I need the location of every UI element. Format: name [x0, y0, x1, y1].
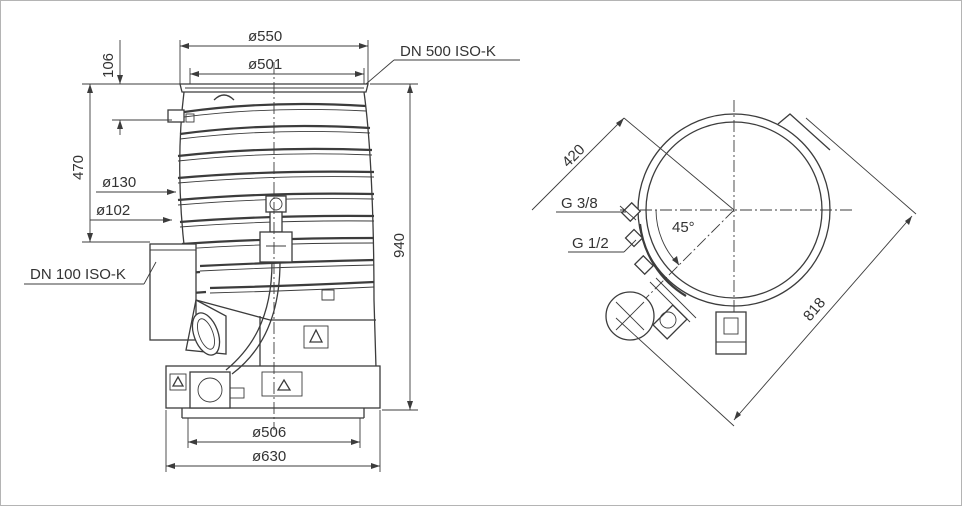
- dim-d102: ø102: [96, 202, 130, 219]
- label-dn100: DN 100 ISO-K: [30, 266, 126, 283]
- top-view: 45°: [605, 100, 852, 355]
- base-section: [165, 365, 381, 419]
- top-flange: [179, 83, 369, 93]
- dim-d501: ø501: [248, 56, 282, 73]
- dim-d630: ø630: [252, 448, 286, 465]
- dim-h940: 940: [391, 233, 408, 258]
- warning-icon: [276, 378, 292, 391]
- dim-h106: 106: [100, 53, 117, 78]
- bottom-fitting: [715, 311, 747, 355]
- dim-d550: ø550: [248, 28, 282, 45]
- flange-tab: [777, 113, 831, 151]
- side-port-dn100: [149, 243, 227, 356]
- valve-fitting: [652, 304, 688, 340]
- label-dn500: DN 500 ISO-K: [400, 43, 496, 60]
- g38-fitting: [620, 201, 642, 223]
- dim-d130: ø130: [102, 174, 136, 191]
- dim-r420: 420: [559, 141, 589, 171]
- left-fitting: [167, 109, 185, 123]
- port-body: [149, 243, 197, 341]
- body-right-edge: [363, 91, 377, 369]
- valve-block: [189, 371, 231, 409]
- label-g38: G 3/8: [561, 195, 598, 212]
- dim-h470: 470: [70, 155, 87, 180]
- side-view: [149, 62, 381, 430]
- diag-centerline: [639, 209, 735, 305]
- lifting-eye: [213, 94, 235, 101]
- label-g12: G 1/2: [572, 235, 609, 252]
- dim-d506: ø506: [252, 424, 286, 441]
- warning-label: [261, 371, 303, 397]
- g12-fitting: [624, 228, 644, 248]
- coolant-pipe: [225, 261, 273, 371]
- warning-icon: [171, 375, 185, 387]
- label-a45: 45°: [672, 219, 695, 236]
- top-view-dimensions: 420 G 3/8 G 1/2 818: [531, 117, 917, 427]
- warning-icon: [308, 328, 324, 343]
- lower-transition: [195, 299, 376, 321]
- warning-plate: [303, 325, 329, 349]
- coil-segment: [638, 223, 687, 297]
- central-fitting: [259, 195, 293, 263]
- side-view-dimensions: ø550 ø501 DN 500 ISO-K 106 470 ø130 ø102: [24, 28, 520, 472]
- port-flange: [191, 312, 221, 356]
- dim-r818: 818: [800, 294, 829, 324]
